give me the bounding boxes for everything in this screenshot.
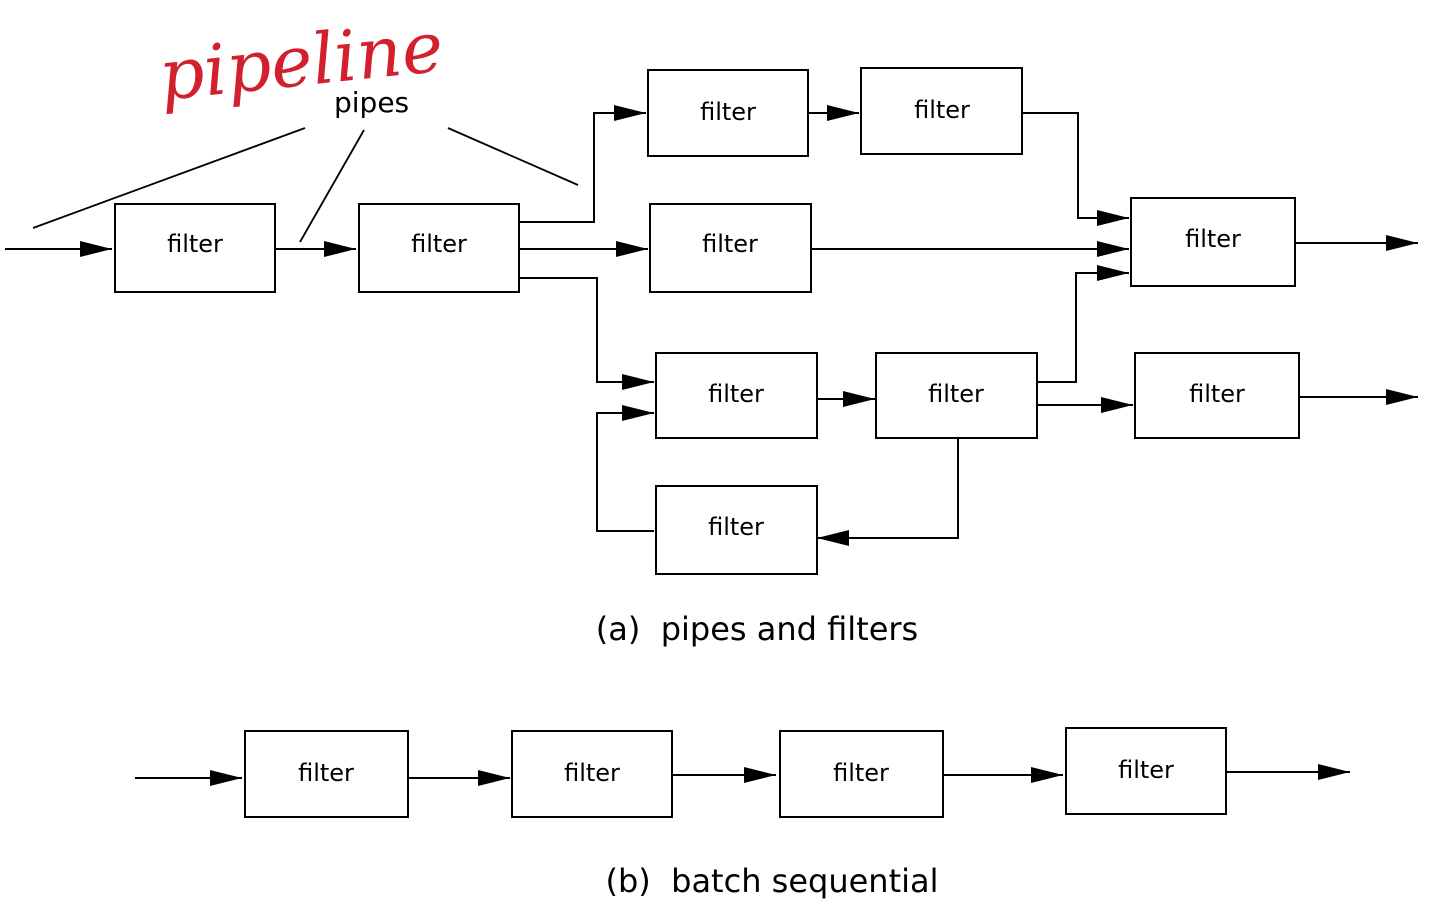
filter-box: filter [649,203,812,293]
arrowhead [622,405,654,421]
filter-label: filter [833,759,889,787]
arrowhead [614,105,646,121]
caption-b: (b) batch sequential [606,862,939,900]
filter-box: filter [655,485,818,575]
filter-box: filter [1065,727,1227,815]
pipe [519,277,654,383]
arrowheads-b [210,764,1350,786]
arrowhead [622,374,654,390]
arrowhead [1386,389,1418,405]
filter-box: filter [244,730,409,818]
filter-label: filter [1189,380,1245,408]
arrowhead [324,241,356,257]
pipes-pointer-line-1 [32,127,306,229]
filter-box: filter [647,69,809,157]
pipe [817,438,959,539]
arrowhead [616,241,648,257]
pipe [1037,272,1129,383]
filter-box: filter [358,203,520,293]
pipes-pointer-line-2 [299,129,365,243]
arrowhead [827,105,859,121]
filter-label: filter [167,230,223,258]
filter-box: filter [779,730,944,818]
arrowhead [1097,210,1129,226]
filter-label: filter [700,98,756,126]
filter-box: filter [860,67,1023,155]
pipes-a [5,112,1418,539]
filter-box: filter [511,730,673,818]
pipe [1022,112,1129,219]
arrowhead [1097,241,1129,257]
filter-label: filter [564,759,620,787]
arrowheads-a [80,105,1418,546]
filter-label: filter [298,759,354,787]
filter-box: filter [114,203,276,293]
arrowhead [210,770,242,786]
filter-label: filter [708,380,764,408]
filter-label: filter [928,380,984,408]
arrowhead [843,391,875,407]
filter-box: filter [875,352,1038,439]
arrowhead [1097,265,1129,281]
filter-label: filter [702,230,758,258]
pipes-label: pipes [334,86,409,119]
filter-label: filter [411,230,467,258]
arrowhead [1031,767,1063,783]
arrowhead [80,241,112,257]
pipes-pointer-line-3 [447,127,579,186]
filter-label: filter [914,96,970,124]
pipe [596,412,654,532]
filter-label: filter [1185,225,1241,253]
arrowhead [1101,397,1133,413]
arrowhead [478,770,510,786]
filter-box: filter [1134,352,1300,439]
caption-a: (a) pipes and filters [596,610,918,648]
filter-label: filter [1118,756,1174,784]
arrowhead [817,530,849,546]
filter-label: filter [708,513,764,541]
filter-box: filter [655,352,818,439]
arrowhead [1386,235,1418,251]
arrowhead [1318,764,1350,780]
filter-box: filter [1130,197,1296,287]
arrowhead [744,767,776,783]
